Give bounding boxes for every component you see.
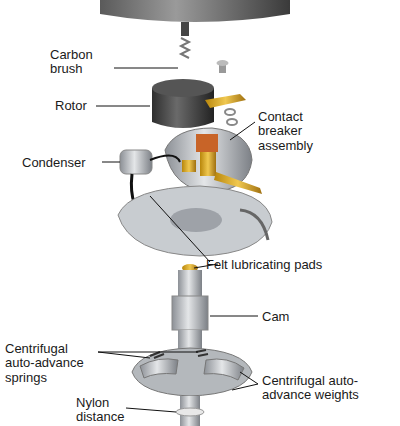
part-label: Carbon brush (50, 48, 112, 77)
part-label: Centrifugal auto-advance springs (5, 342, 97, 385)
part-label: Centrifugal auto-advance weights (262, 374, 362, 403)
part-label: Contact breaker assembly (258, 110, 330, 153)
part-label: Nylon distance (76, 396, 136, 425)
part-label: Rotor (55, 99, 115, 113)
part-label: Condenser (22, 156, 112, 170)
part-label: Cam (262, 310, 322, 324)
part-label: Felt lubricating pads (206, 258, 341, 272)
